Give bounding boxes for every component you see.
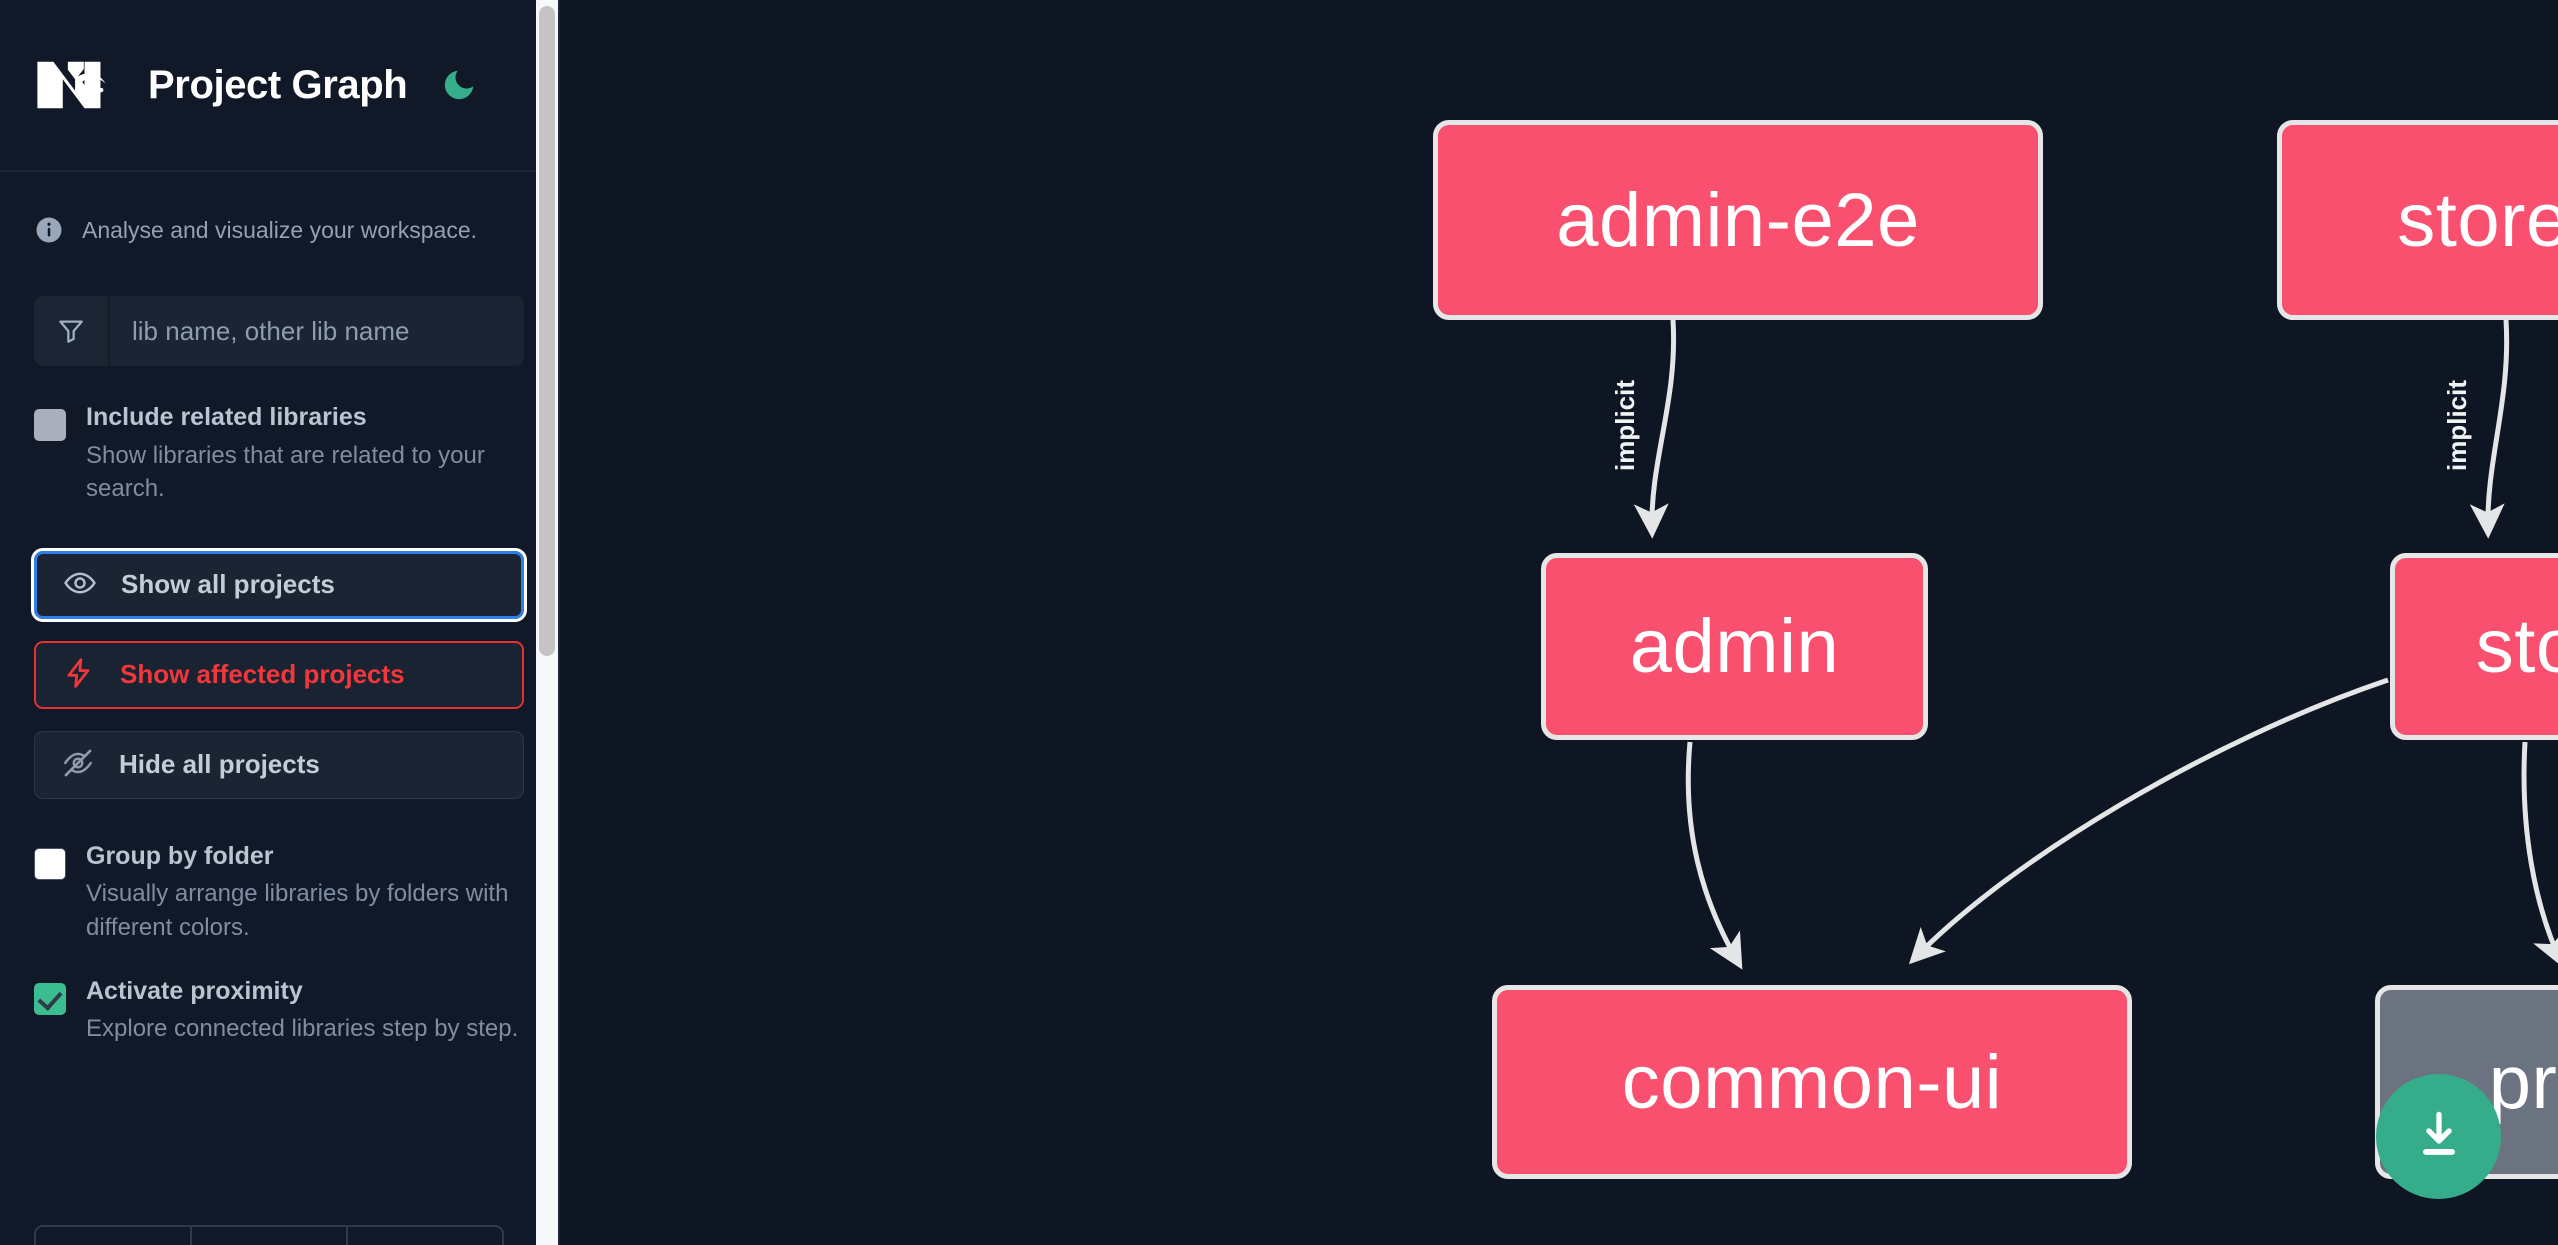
graph-node-label: store-e2e — [2397, 177, 2558, 263]
moon-icon[interactable] — [437, 63, 481, 107]
edge-store-e2e-to-store — [2469, 319, 2510, 539]
eye-off-icon — [61, 746, 95, 783]
sidebar-scrollbar-track[interactable] — [536, 0, 558, 1245]
funnel-icon — [34, 296, 110, 367]
graph-node-label: products — [2488, 1039, 2558, 1125]
graph-node-store-e2e[interactable]: store-e2e — [2277, 120, 2558, 320]
activate-proximity-description: Explore connected libraries step by step… — [86, 1015, 519, 1043]
show-all-projects-button[interactable]: Show all projects — [31, 547, 527, 622]
search-input[interactable] — [110, 296, 524, 367]
checkbox-row-activate-proximity: Activate proximity Explore connected lib… — [34, 976, 524, 1046]
blurb-text: Analyse and visualize your workspace. — [82, 217, 478, 243]
show-all-projects-label: Show all projects — [121, 569, 335, 600]
hide-all-projects-label: Hide all projects — [119, 749, 320, 780]
checkbox-row-include-related-libraries: Include related libraries Show libraries… — [34, 404, 524, 505]
sidebar: Project Graph Analyse and visualize your… — [0, 0, 560, 1245]
include-related-libraries-description: Show libraries that are related to your … — [86, 441, 485, 502]
bolt-icon — [62, 656, 96, 693]
graph-node-admin[interactable]: admin — [1541, 553, 1928, 740]
segment-1[interactable] — [36, 1227, 192, 1245]
graph-edges — [1633, 319, 2558, 970]
page-title: Project Graph — [148, 62, 408, 107]
workspace-blurb: Analyse and visualize your workspace. — [34, 172, 524, 246]
graph-node-label: admin — [1629, 604, 1840, 689]
sidebar-scrollbar-thumb[interactable] — [539, 6, 555, 656]
edge-store-to-products — [2521, 741, 2558, 968]
activate-proximity-label: Activate proximity — [86, 976, 303, 1005]
project-visibility-buttons: Show all projects Show affected projects — [31, 547, 527, 799]
graph-canvas[interactable]: admin-e2e store-e2e admin store common-u… — [560, 0, 2558, 1245]
sidebar-header: Project Graph — [0, 0, 558, 172]
download-button[interactable] — [2376, 1074, 2501, 1199]
info-icon — [34, 215, 64, 245]
filter-row — [34, 296, 524, 367]
group-by-folder-checkbox[interactable] — [34, 847, 66, 880]
graph-node-common-ui[interactable]: common-ui — [1492, 985, 2132, 1179]
show-affected-projects-button[interactable]: Show affected projects — [34, 640, 524, 709]
edge-store-to-common-ui — [1908, 677, 2389, 965]
include-related-libraries-checkbox[interactable] — [34, 409, 66, 442]
group-by-folder-description: Visually arrange libraries by folders wi… — [86, 880, 509, 941]
graph-node-label: common-ui — [1621, 1039, 2003, 1125]
edge-admin-to-common-ui — [1685, 741, 1743, 970]
graph-node-label: store — [2475, 604, 2558, 689]
graph-node-label: admin-e2e — [1556, 177, 1920, 263]
segment-2[interactable] — [192, 1227, 348, 1245]
proximity-segmented-control[interactable] — [34, 1225, 504, 1245]
sidebar-body: Analyse and visualize your workspace. In… — [0, 172, 558, 1045]
nx-logo-icon — [34, 56, 122, 114]
show-affected-projects-label: Show affected projects — [120, 659, 405, 690]
include-related-libraries-label: Include related libraries — [86, 403, 367, 432]
checkbox-row-group-by-folder: Group by folder Visually arrange librari… — [34, 841, 524, 944]
group-by-folder-label: Group by folder — [86, 841, 274, 870]
activate-proximity-checkbox[interactable] — [34, 982, 66, 1015]
download-icon — [2410, 1106, 2468, 1167]
graph-node-store[interactable]: store — [2390, 553, 2558, 740]
hide-all-projects-button[interactable]: Hide all projects — [34, 730, 524, 799]
graph-node-admin-e2e[interactable]: admin-e2e — [1433, 120, 2043, 320]
edge-admin-e2e-to-admin — [1633, 319, 1677, 539]
eye-icon — [63, 566, 97, 603]
segment-3[interactable] — [348, 1227, 502, 1245]
